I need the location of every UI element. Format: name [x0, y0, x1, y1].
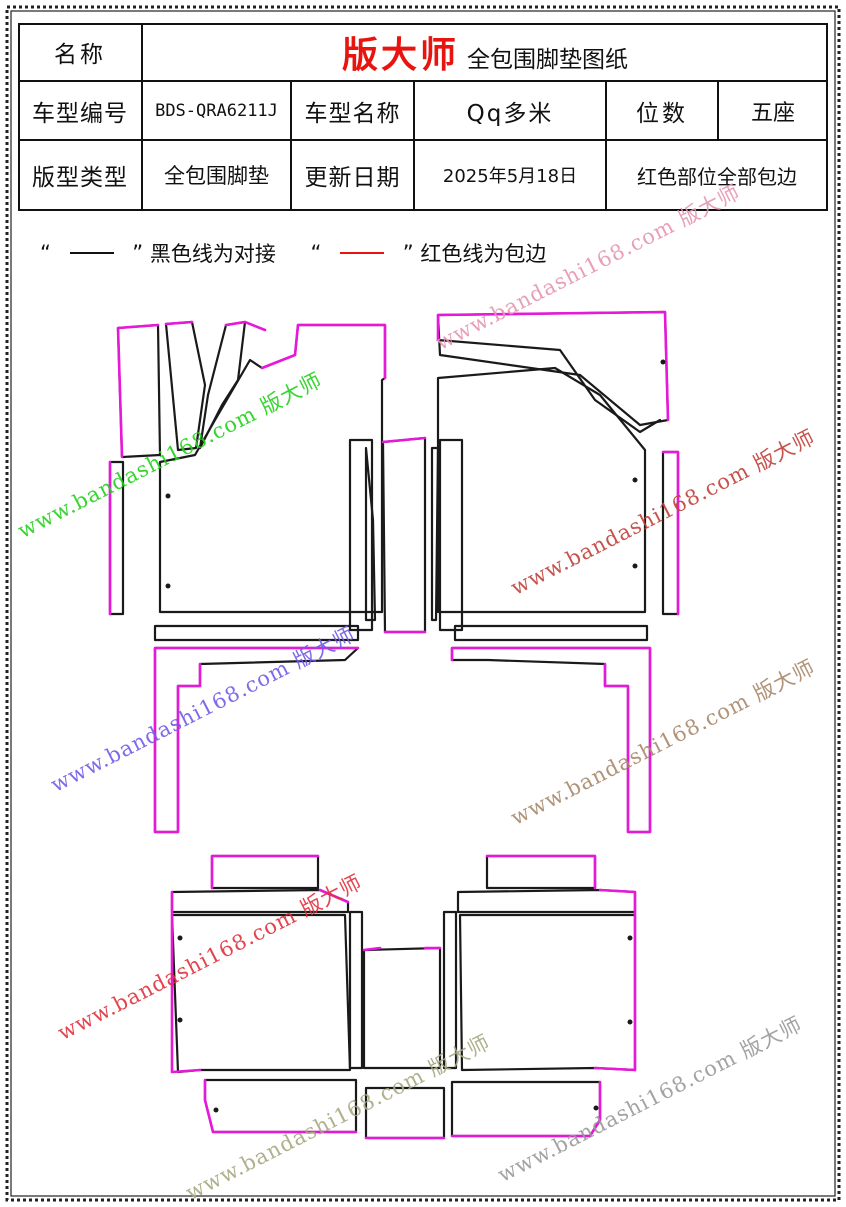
- tunnel-center: [381, 436, 427, 634]
- tunnel-left: [348, 438, 374, 632]
- hole-4: [632, 477, 638, 483]
- rear-left-main: [170, 913, 352, 1074]
- front-right-main: [436, 366, 647, 614]
- update-date: 2025年5月18日: [442, 166, 578, 187]
- rear-center-left: [348, 910, 364, 1070]
- seats-label: 位数: [636, 100, 688, 127]
- legend-close-quote: ”: [132, 241, 144, 265]
- model-code: BDS-QRA6211J: [155, 100, 278, 121]
- type-label: 版型类型: [32, 165, 128, 191]
- tunnel-right-fin: [430, 446, 440, 622]
- rear-center-right: [442, 910, 458, 1070]
- type-value: 全包围脚垫: [164, 164, 269, 188]
- hole-5: [632, 563, 638, 569]
- hole-7: [177, 1017, 183, 1023]
- hole-8: [627, 935, 633, 941]
- model-name: Qq多米: [466, 100, 554, 127]
- legend-red-text: 红色线为包边: [420, 242, 547, 266]
- legend-black-text: 黑色线为对接: [149, 242, 276, 266]
- front-left-main: [158, 323, 387, 614]
- legend-black-line: [69, 252, 114, 254]
- hole-2: [165, 583, 171, 589]
- tunnel-left-fin: [364, 446, 377, 622]
- brand-name: 版大师: [341, 34, 459, 76]
- model-name-label: 车型名称: [304, 100, 401, 127]
- doc-title: 全包围脚垫图纸: [467, 47, 628, 73]
- hole-6: [177, 935, 183, 941]
- front-left-heel: [153, 624, 360, 642]
- hole-1: [165, 493, 171, 499]
- rear-center-main: [362, 946, 442, 1070]
- rear-left-cushion: [210, 854, 320, 890]
- update-label: 更新日期: [304, 165, 401, 191]
- header-table: 名称 版大师 全包围脚垫图纸 车型编号 BDS-QRA6211J 车型名称 Qq…: [18, 23, 828, 211]
- tunnel-right: [438, 438, 464, 632]
- model-code-label: 车型编号: [32, 100, 128, 127]
- seats-value: 五座: [750, 100, 795, 126]
- front-right-side: [661, 450, 680, 616]
- title-cell: 版大师 全包围脚垫图纸: [142, 23, 828, 81]
- legend-open-quote-2: “: [310, 241, 322, 265]
- legend-open-quote: “: [40, 241, 51, 265]
- legend: “ ” 黑色线为对接 “ ” 红色线为包边: [40, 238, 546, 268]
- rear-right-cushion: [485, 854, 597, 890]
- header-grid: [18, 23, 828, 211]
- hole-10: [213, 1107, 219, 1113]
- rear-right-strip: [456, 888, 637, 914]
- hole-9: [627, 1019, 633, 1025]
- hole-3: [660, 359, 666, 365]
- front-left-outer-strip: [116, 323, 162, 459]
- front-right-curve: [436, 338, 662, 434]
- hole-11: [593, 1105, 599, 1111]
- name-label: 名称: [54, 42, 106, 68]
- front-right-heel: [453, 624, 649, 642]
- legend-close-quote-2: ”: [402, 241, 414, 265]
- legend-red-line: [340, 252, 385, 254]
- binding-note: 红色部位全部包边: [637, 164, 797, 189]
